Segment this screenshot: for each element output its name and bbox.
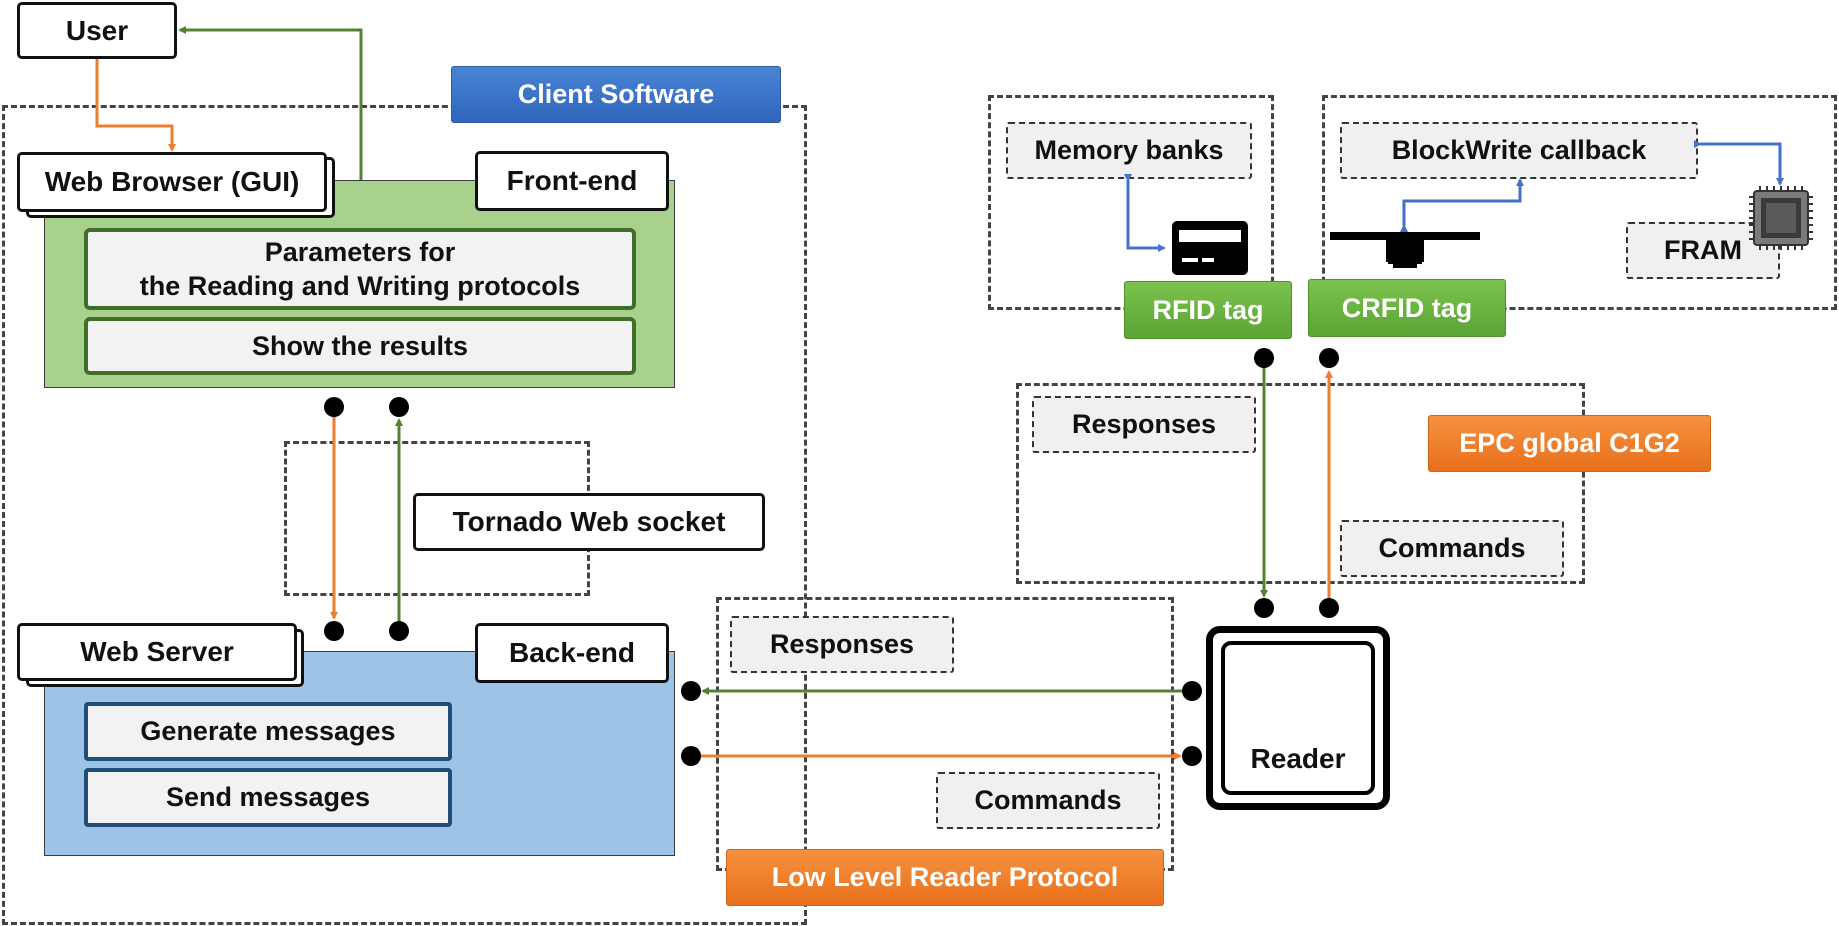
epc-region	[1016, 383, 1585, 584]
blockwrite-label: BlockWrite callback	[1340, 122, 1698, 179]
connector-dot	[389, 621, 409, 641]
user-box: User	[17, 2, 177, 59]
rfid-tag-badge: RFID tag	[1124, 281, 1292, 339]
parameters-line-1: Parameters for	[264, 237, 456, 267]
web-server-box: Web Server	[17, 623, 297, 681]
parameters-box: Parameters for the Reading and Writing p…	[84, 228, 636, 310]
connector-dot	[1182, 681, 1202, 701]
card-icon	[1172, 221, 1248, 275]
connector-dot	[1319, 598, 1339, 618]
tornado-box: Tornado Web socket	[413, 493, 765, 551]
connector-dot	[1254, 348, 1274, 368]
epc-commands-label: Commands	[1340, 520, 1564, 577]
crfid-blockwrite-arrow	[1400, 178, 1524, 232]
reader-label: Reader	[1250, 743, 1346, 774]
llrp-commands-label: Commands	[936, 772, 1160, 829]
connector-dot	[681, 681, 701, 701]
generate-messages-box: Generate messages	[84, 702, 452, 761]
crfid-region	[1322, 95, 1837, 310]
back-end-label: Back-end	[475, 623, 669, 683]
frontend-to-user-arrow	[178, 26, 363, 180]
memory-card-arrow	[1124, 174, 1166, 252]
web-browser-box: Web Browser (GUI)	[17, 152, 327, 212]
epc-responses-label: Responses	[1032, 396, 1256, 453]
parameters-line-2: the Reading and Writing protocols	[139, 271, 581, 301]
connector-dot	[681, 746, 701, 766]
show-results-box: Show the results	[84, 317, 636, 375]
client-software-badge: Client Software	[451, 66, 781, 123]
crfid-tag-badge: CRFID tag	[1308, 279, 1506, 337]
fram-blockwrite-arrow	[1694, 140, 1784, 186]
front-end-label: Front-end	[475, 151, 669, 211]
connector-dot	[1182, 746, 1202, 766]
llrp-responses-label: Responses	[730, 616, 954, 673]
connector-dot	[1319, 348, 1339, 368]
connector-dot	[324, 397, 344, 417]
epc-badge: EPC global C1G2	[1428, 415, 1711, 472]
client-software-region	[2, 105, 807, 925]
llrp-badge: Low Level Reader Protocol	[726, 849, 1164, 906]
connector-dot	[324, 621, 344, 641]
connector-dot	[1254, 598, 1274, 618]
user-to-browser-arrow	[95, 59, 176, 152]
send-messages-box: Send messages	[84, 768, 452, 827]
antenna-chip-icon	[1330, 232, 1480, 268]
reader-inner: Reader	[1221, 641, 1375, 795]
fram-label: FRAM	[1626, 222, 1780, 279]
chip-icon	[1749, 186, 1813, 250]
connector-dot	[389, 397, 409, 417]
